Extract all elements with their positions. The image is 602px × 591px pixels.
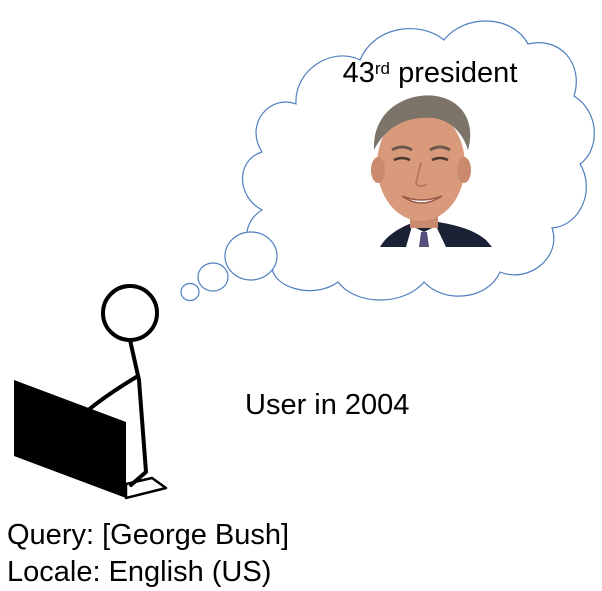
portrait-photo bbox=[360, 94, 492, 247]
thought-bubble-medium bbox=[197, 262, 229, 292]
stick-figure-arm bbox=[84, 374, 140, 414]
thought-ordinal-suffix: rd bbox=[374, 59, 391, 78]
locale-label: Locale: bbox=[7, 556, 101, 588]
thought-title: 43rd president bbox=[300, 56, 560, 90]
locale-line: Locale: English (US) bbox=[7, 555, 271, 589]
locale-value: English (US) bbox=[108, 556, 272, 588]
thought-bubble-large bbox=[224, 231, 278, 281]
thought-ordinal-number: 43 bbox=[342, 57, 375, 89]
portrait-hair bbox=[373, 95, 471, 150]
stick-figure-body bbox=[128, 338, 148, 487]
portrait-ear-right bbox=[457, 157, 471, 183]
stick-figure-head bbox=[101, 284, 159, 342]
portrait-smile bbox=[401, 195, 443, 204]
laptop bbox=[14, 380, 168, 500]
portrait-nose bbox=[414, 161, 428, 187]
query-label: Query: bbox=[7, 519, 95, 551]
portrait-tie bbox=[419, 232, 429, 247]
portrait-ear-left bbox=[371, 157, 385, 183]
laptop-base bbox=[124, 476, 168, 500]
query-value: [George Bush] bbox=[102, 519, 290, 551]
laptop-screen bbox=[14, 380, 126, 498]
portrait-eyes bbox=[393, 156, 449, 162]
thought-bubble-small bbox=[180, 282, 200, 302]
user-caption: User in 2004 bbox=[245, 389, 410, 421]
thought-title-word: president bbox=[390, 57, 518, 89]
portrait-eyebrows bbox=[391, 145, 451, 152]
query-line: Query: [George Bush] bbox=[7, 518, 289, 552]
